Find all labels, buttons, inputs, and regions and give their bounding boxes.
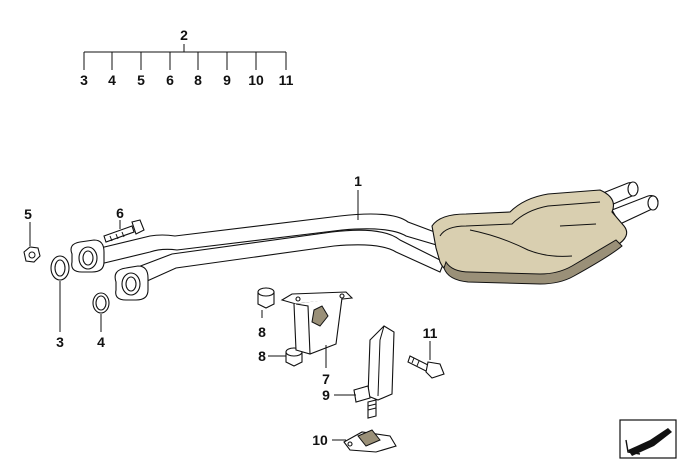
group-item-label[interactable]: 5 [137,72,145,88]
gasket-small[interactable] [92,292,110,314]
nut[interactable] [23,246,41,263]
front-flange-lower [114,265,149,301]
group-item-label[interactable]: 6 [166,72,174,88]
callout-gasket-large[interactable]: 3 [56,334,64,350]
gasket-large[interactable] [50,255,70,281]
screw[interactable] [407,355,445,379]
group-item-label[interactable]: 10 [248,72,264,88]
callout-bush-upper[interactable]: 8 [258,324,266,340]
group-label[interactable]: 2 [180,27,188,43]
callout-clamp[interactable]: 10 [312,432,328,448]
group-item-label[interactable]: 3 [80,72,88,88]
rubber-bush-lower[interactable] [285,347,303,367]
group-item-label[interactable]: 11 [279,72,294,88]
pipe-clamp[interactable] [343,429,397,453]
exhaust-hanger[interactable] [280,291,354,355]
callout-nut[interactable]: 5 [24,206,32,222]
rubber-bush-upper[interactable] [257,287,275,309]
bolt[interactable] [103,219,145,243]
callout-bracket[interactable]: 9 [322,387,330,403]
mounting-bracket[interactable] [353,325,395,419]
callout-gasket-small[interactable]: 4 [97,334,105,350]
callout-muffler[interactable]: 1 [354,173,362,189]
group-bracket: 2 3 4 5 6 8 9 10 11 [80,27,294,88]
callout-bolt[interactable]: 6 [116,205,124,221]
muffler-body [431,189,628,281]
front-flange-upper [70,239,105,273]
callout-bush-lower[interactable]: 8 [258,348,266,364]
group-item-label[interactable]: 8 [194,72,202,88]
bmw-navigation-arrow-icon[interactable] [619,419,677,459]
group-item-label[interactable]: 4 [108,72,116,88]
callout-screw[interactable]: 11 [423,325,438,341]
callout-hanger[interactable]: 7 [322,371,330,387]
group-item-label[interactable]: 9 [223,72,231,88]
rear-muffler-assembly[interactable] [70,181,659,301]
